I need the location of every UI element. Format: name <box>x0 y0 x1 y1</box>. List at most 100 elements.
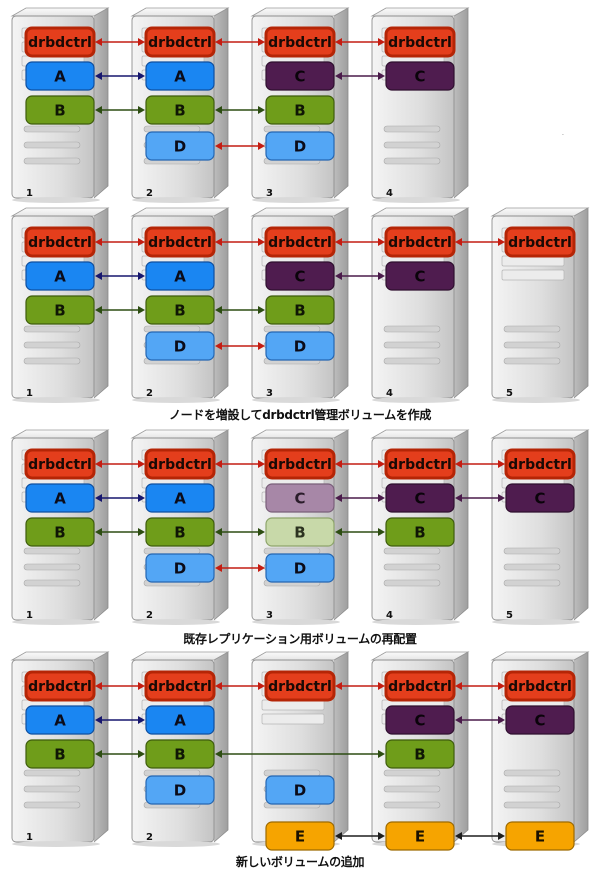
volume-label: C <box>414 67 425 85</box>
replication-link-purple <box>335 272 385 280</box>
volume-label: E <box>535 827 545 845</box>
node-number-label: 5 <box>506 610 513 621</box>
volume-b: B <box>145 295 215 325</box>
volume-label: B <box>294 301 305 319</box>
node-number-label: 4 <box>386 388 393 399</box>
stray-mark: . <box>562 130 564 137</box>
volume-label: drbdctrl <box>268 35 332 51</box>
volume-label: A <box>174 489 186 507</box>
replication-link-green <box>215 750 385 758</box>
volume-c: C <box>505 705 575 735</box>
volume-label: drbdctrl <box>388 35 452 51</box>
volume-label: C <box>294 267 305 285</box>
replication-link-green <box>215 106 265 114</box>
volume-drbdctrl: drbdctrl <box>144 448 216 480</box>
volume-c: C <box>385 483 455 513</box>
server-icon: 5 <box>490 207 590 403</box>
volume-label: A <box>174 67 186 85</box>
replication-link-purple <box>335 494 385 502</box>
replication-link-red <box>95 238 145 246</box>
volume-label: B <box>174 101 185 119</box>
replication-link-green <box>215 528 265 536</box>
replication-link-purple <box>455 716 505 724</box>
volume-drbdctrl: drbdctrl <box>144 226 216 258</box>
volume-label: D <box>174 337 186 355</box>
volume-b: B <box>25 295 95 325</box>
node-number-label: 3 <box>266 610 273 621</box>
replication-link-red <box>215 460 265 468</box>
volume-label: C <box>294 489 305 507</box>
volume-label: drbdctrl <box>148 235 212 251</box>
volume-label: A <box>54 489 66 507</box>
replication-link-green <box>95 528 145 536</box>
replication-link-red <box>95 682 145 690</box>
volume-label: C <box>294 67 305 85</box>
volume-drbdctrl: drbdctrl <box>384 448 456 480</box>
caption-panel-2: ノードを増設してdrbdctrl管理ボリュームを作成 <box>168 408 432 422</box>
volume-drbdctrl: drbdctrl <box>384 26 456 58</box>
volume-c: C <box>265 61 335 91</box>
volume-b: B <box>25 517 95 547</box>
replication-link-purple <box>455 494 505 502</box>
volume-b: B <box>265 95 335 125</box>
node-number-label: 4 <box>386 610 393 621</box>
volume-label: B <box>174 745 185 763</box>
caption-panel-4: 新しいボリュームの追加 <box>235 855 365 869</box>
volume-drbdctrl: drbdctrl <box>264 670 336 702</box>
volume-label: B <box>414 523 425 541</box>
node-number-label: 3 <box>266 388 273 399</box>
volume-e: E <box>385 821 455 851</box>
volume-label: D <box>174 137 186 155</box>
replication-link-green <box>95 106 145 114</box>
replication-link-red <box>335 460 385 468</box>
replication-link-red <box>215 682 265 690</box>
replication-link-purple <box>335 72 385 80</box>
volume-label: A <box>54 267 66 285</box>
volume-label: C <box>414 711 425 729</box>
replication-link-black <box>455 832 505 840</box>
volume-label: drbdctrl <box>268 679 332 695</box>
volume-d: D <box>145 131 215 161</box>
volume-label: drbdctrl <box>28 35 92 51</box>
node-number-label: 1 <box>26 188 33 199</box>
volume-drbdctrl: drbdctrl <box>384 226 456 258</box>
node-number-label: 1 <box>26 610 33 621</box>
volume-label: B <box>294 523 305 541</box>
replication-link-green <box>335 528 385 536</box>
replication-link-navy <box>95 716 145 724</box>
volume-label: D <box>174 559 186 577</box>
volume-label: D <box>294 781 306 799</box>
volume-label: drbdctrl <box>388 679 452 695</box>
volume-label: D <box>174 781 186 799</box>
volume-label: D <box>294 559 306 577</box>
volume-b-faded: B <box>265 517 335 547</box>
volume-drbdctrl: drbdctrl <box>144 26 216 58</box>
volume-label: C <box>414 489 425 507</box>
replication-link-red <box>335 38 385 46</box>
volume-label: drbdctrl <box>148 35 212 51</box>
volume-d: D <box>145 553 215 583</box>
volume-label: E <box>295 827 305 845</box>
node-number-label: 2 <box>146 832 153 843</box>
volume-label: A <box>54 711 66 729</box>
volume-e: E <box>505 821 575 851</box>
volume-label: B <box>174 523 185 541</box>
replication-link-red <box>95 460 145 468</box>
volume-drbdctrl: drbdctrl <box>384 670 456 702</box>
replication-link-red <box>215 142 265 150</box>
replication-link-green <box>215 306 265 314</box>
node-number-label: 1 <box>26 832 33 843</box>
node-number-label: 5 <box>506 388 513 399</box>
volume-a: A <box>25 705 95 735</box>
volume-d: D <box>265 553 335 583</box>
volume-a: A <box>145 483 215 513</box>
volume-label: A <box>174 711 186 729</box>
volume-drbdctrl: drbdctrl <box>264 26 336 58</box>
volume-label: drbdctrl <box>508 457 572 473</box>
volume-b: B <box>25 95 95 125</box>
volume-a: A <box>25 261 95 291</box>
replication-link-navy <box>95 272 145 280</box>
volume-a: A <box>145 261 215 291</box>
volume-b: B <box>385 517 455 547</box>
replication-link-navy <box>95 72 145 80</box>
